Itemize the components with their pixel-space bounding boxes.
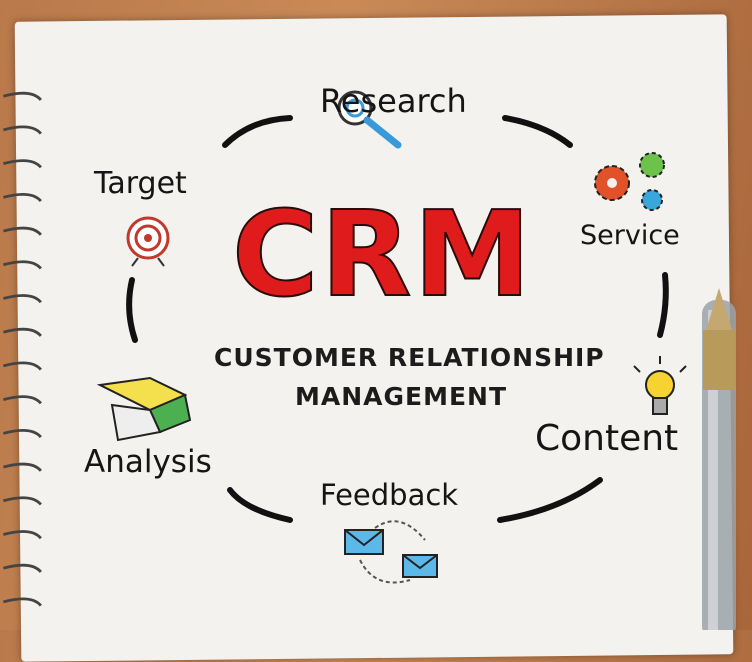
subtitle-line-2: MANAGEMENT	[295, 382, 508, 411]
target-icon	[126, 216, 170, 267]
envelopes-icon	[344, 520, 438, 584]
node-analysis: Analysis	[84, 444, 212, 480]
crm-title: CRM	[231, 185, 533, 323]
node-research: Research	[320, 82, 467, 120]
diagram-graphics	[96, 90, 736, 630]
subtitle-line-1: CUSTOMER RELATIONSHIP	[214, 343, 605, 372]
node-service: Service	[580, 220, 680, 251]
cycle-arcs	[126, 115, 669, 523]
magnifier-icon	[337, 90, 402, 149]
lightbulb-icon	[633, 356, 687, 415]
pen	[702, 288, 736, 630]
node-feedback: Feedback	[320, 478, 459, 512]
node-content: Content	[535, 418, 679, 459]
node-target: Target	[94, 166, 187, 201]
spiral-binding	[3, 91, 42, 607]
pie-chart-icon	[96, 376, 192, 442]
gears-icon	[594, 152, 665, 211]
